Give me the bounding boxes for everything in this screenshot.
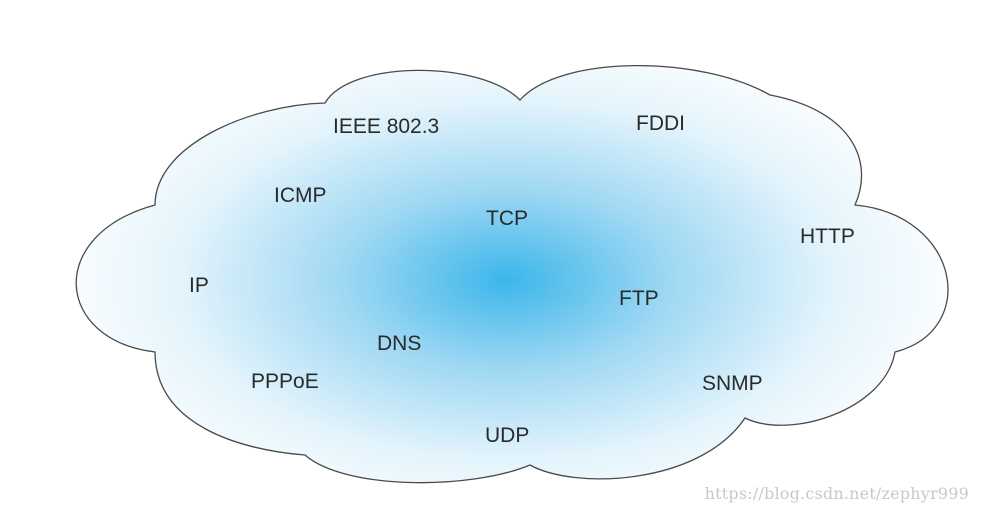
- label-udp: UDP: [485, 424, 529, 447]
- label-snmp: SNMP: [702, 372, 763, 395]
- label-pppoe: PPPoE: [251, 370, 319, 393]
- cloud-shape: [75, 64, 949, 484]
- label-tcp: TCP: [486, 207, 528, 230]
- label-ftp: FTP: [619, 287, 659, 310]
- label-fddi: FDDI: [636, 112, 685, 135]
- label-http: HTTP: [800, 225, 855, 248]
- label-dns: DNS: [377, 332, 421, 355]
- label-ip: IP: [189, 274, 209, 297]
- watermark-url: https://blog.csdn.net/zephyr999: [704, 484, 969, 503]
- label-icmp: ICMP: [274, 184, 327, 207]
- label-ieee-802-3: IEEE 802.3: [333, 115, 439, 138]
